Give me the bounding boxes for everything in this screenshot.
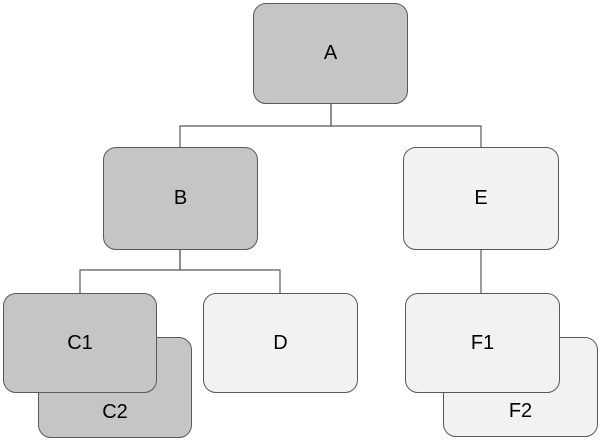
node-b-label: B — [173, 187, 188, 209]
node-a[interactable]: A — [253, 3, 408, 104]
node-c2-label: C2 — [102, 401, 128, 423]
edge-a-e — [330, 104, 482, 147]
node-d[interactable]: D — [203, 293, 358, 393]
node-c1-label: C1 — [67, 331, 93, 354]
edge-b-c1 — [79, 250, 181, 293]
node-e[interactable]: E — [403, 147, 559, 250]
node-d-label: D — [273, 331, 288, 354]
node-f1-label: F1 — [470, 331, 495, 354]
node-c1[interactable]: C1 — [3, 293, 157, 393]
node-b[interactable]: B — [103, 147, 258, 250]
node-e-label: E — [474, 187, 488, 209]
node-f2-label: F2 — [508, 400, 533, 422]
edge-a-b — [179, 104, 332, 147]
node-a-label: A — [323, 42, 338, 64]
edge-b-d — [179, 250, 281, 293]
node-f1[interactable]: F1 — [405, 293, 560, 393]
